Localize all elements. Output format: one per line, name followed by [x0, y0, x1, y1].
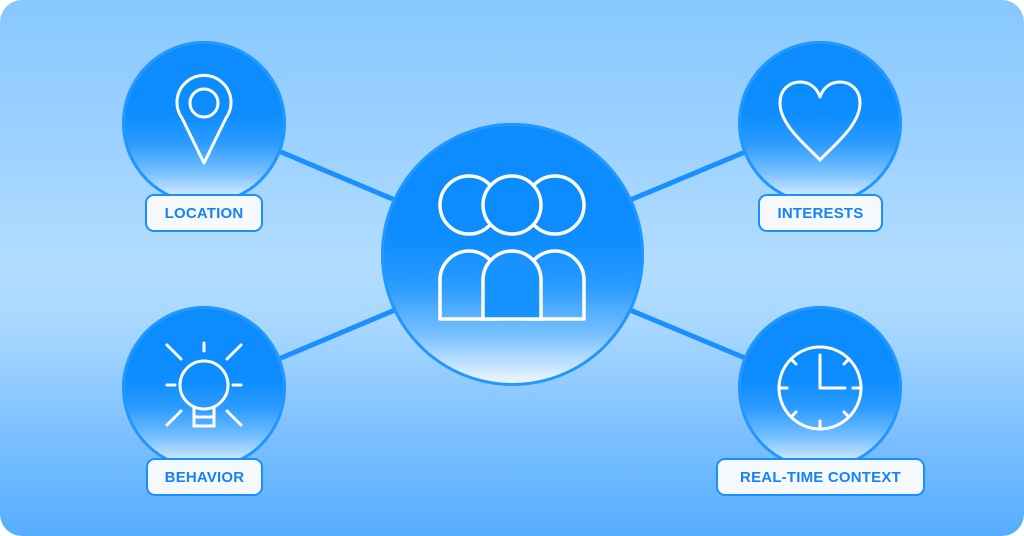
connector-interests	[627, 149, 748, 203]
clock-icon	[777, 345, 863, 431]
connector-realtime	[627, 307, 748, 361]
behavior-node	[122, 306, 286, 470]
center-audience-node	[381, 123, 644, 386]
behavior-label: BEHAVIOR	[146, 458, 263, 496]
realtime-context-label: REAL-TIME CONTEXT	[716, 458, 925, 496]
lightbulb-icon	[165, 341, 243, 428]
location-label: LOCATION	[145, 194, 263, 232]
heart-icon	[778, 80, 862, 162]
map-pin-icon	[175, 73, 233, 165]
location-node	[122, 41, 286, 205]
realtime-node	[738, 306, 902, 470]
interests-node	[738, 41, 902, 205]
connector-behavior	[278, 307, 398, 361]
group-of-people-icon	[438, 174, 586, 321]
connector-location	[278, 149, 398, 203]
interests-label: INTERESTS	[758, 194, 883, 232]
